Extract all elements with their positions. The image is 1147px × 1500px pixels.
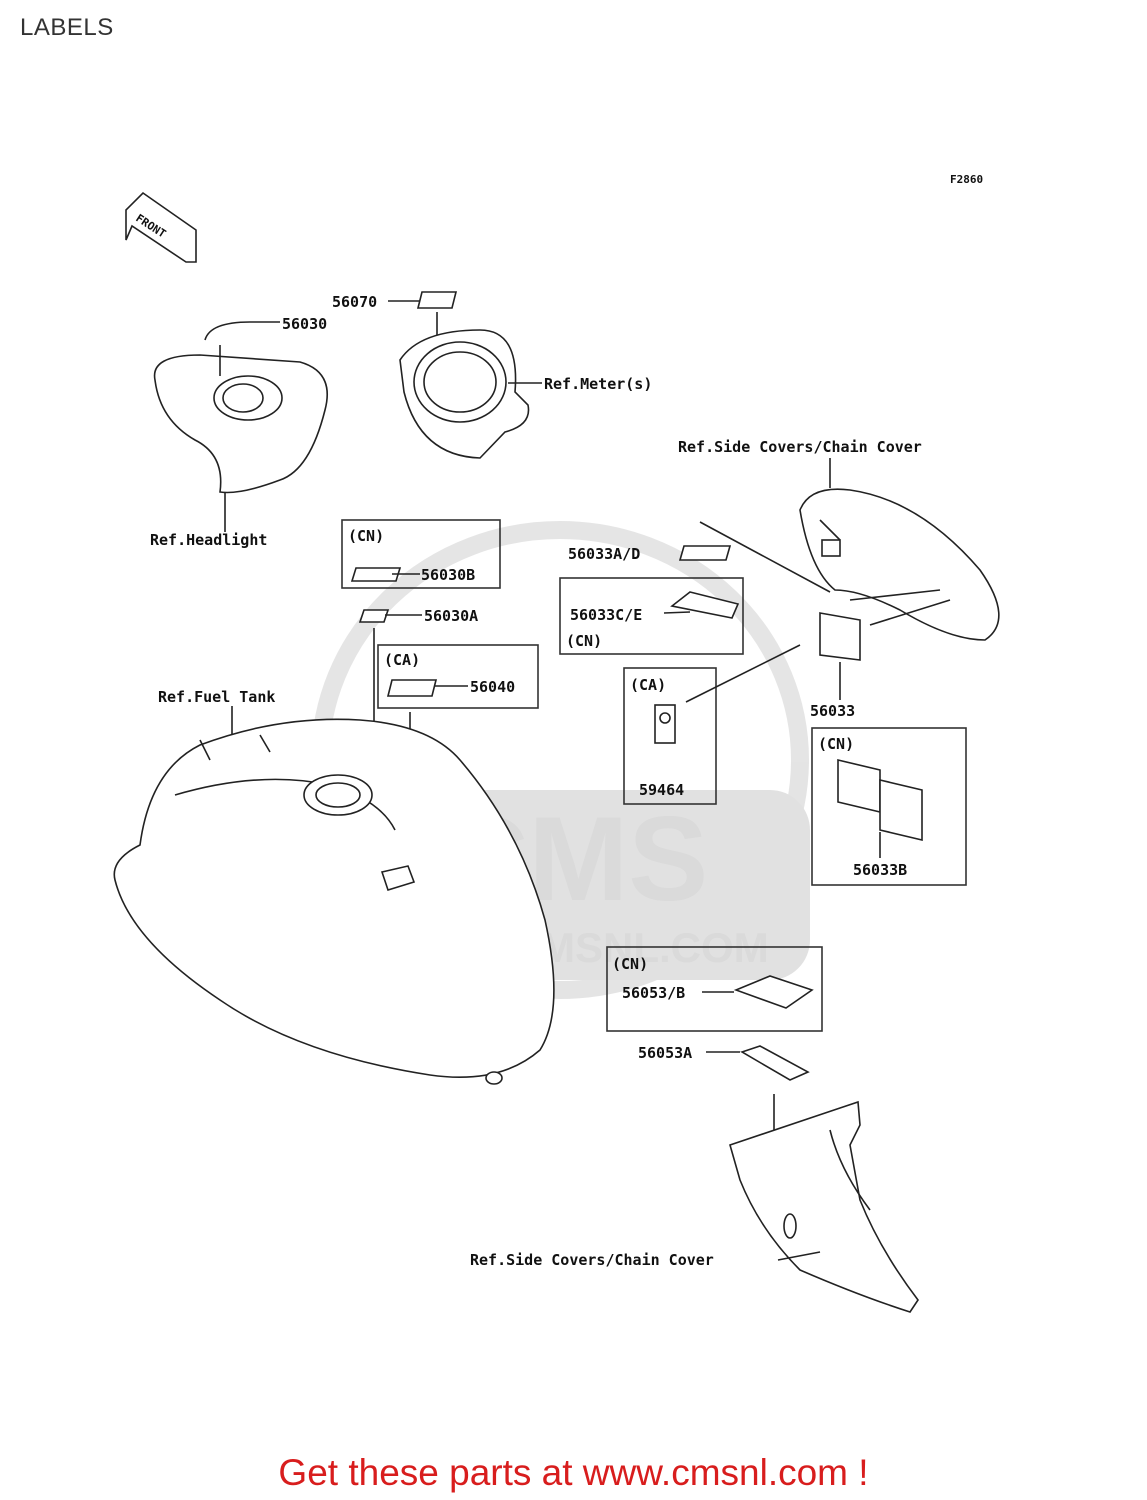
region-box-56033CE: 56033C/E (CN) xyxy=(559,577,744,655)
region-cn-56053B: (CN) xyxy=(612,955,648,973)
part-number-56033B: 56033B xyxy=(853,861,907,879)
part-number-56033: 56033 xyxy=(810,702,855,720)
page-title: LABELS xyxy=(20,14,114,41)
region-box-56053B: (CN) 56053/B xyxy=(606,946,823,1032)
region-cn-56033CE: (CN) xyxy=(566,632,602,650)
part-number-56053A: 56053A xyxy=(638,1044,692,1062)
ref-headlight: Ref.Headlight xyxy=(150,531,267,549)
region-ca-59464: (CA) xyxy=(630,676,666,694)
part-number-56030B: 56030B xyxy=(421,566,475,584)
ref-side-covers-bottom: Ref.Side Covers/Chain Cover xyxy=(470,1251,714,1269)
part-number-56030A: 56030A xyxy=(424,607,478,625)
part-number-56053B: 56053/B xyxy=(622,984,685,1002)
front-arrow-icon: FRONT xyxy=(125,191,197,263)
side-cover-top-part: Ref.Side Covers/Chain Cover xyxy=(678,438,1000,641)
part-number-56030: 56030 xyxy=(282,315,327,333)
region-cn-56033B: (CN) xyxy=(818,735,854,753)
label-56033: 56033 xyxy=(810,589,951,720)
part-number-56033CE: 56033C/E xyxy=(570,606,642,624)
region-box-56033B: (CN) 56033B xyxy=(811,727,967,886)
label-56033AD: 56033A/D xyxy=(568,521,831,593)
ref-meter: Ref.Meter(s) xyxy=(544,375,652,393)
cta-link[interactable]: Get these parts at www.cmsnl.com ! xyxy=(278,1452,869,1493)
side-cover-bottom-part: Ref.Side Covers/Chain Cover xyxy=(470,1100,919,1313)
part-number-56070: 56070 xyxy=(332,293,377,311)
region-cn-56030B: (CN) xyxy=(348,527,384,545)
fuel-tank-part: Ref.Fuel Tank xyxy=(113,688,555,1085)
ref-side-covers-top: Ref.Side Covers/Chain Cover xyxy=(678,438,922,456)
figure-code: F2860 xyxy=(950,173,983,186)
meter-part: Ref.Meter(s) xyxy=(399,329,652,459)
ref-fuel-tank: Ref.Fuel Tank xyxy=(158,688,275,706)
region-box-59464: (CA) 59464 xyxy=(623,644,801,805)
labels-parts-diagram: CMS WWW.CMSNL.COM F2860 FRONT 56070 Ref.… xyxy=(113,173,1000,1313)
part-number-56033AD: 56033A/D xyxy=(568,545,640,563)
part-number-59464: 59464 xyxy=(639,781,684,799)
headlight-part: 56030 Ref.Headlight xyxy=(150,315,329,549)
region-box-56040: (CA) 56040 xyxy=(377,644,539,780)
label-56053A: 56053A xyxy=(638,1044,810,1160)
region-box-56030B: (CN) 56030B xyxy=(341,519,501,589)
part-number-56040: 56040 xyxy=(470,678,515,696)
region-ca-56040: (CA) xyxy=(384,651,420,669)
